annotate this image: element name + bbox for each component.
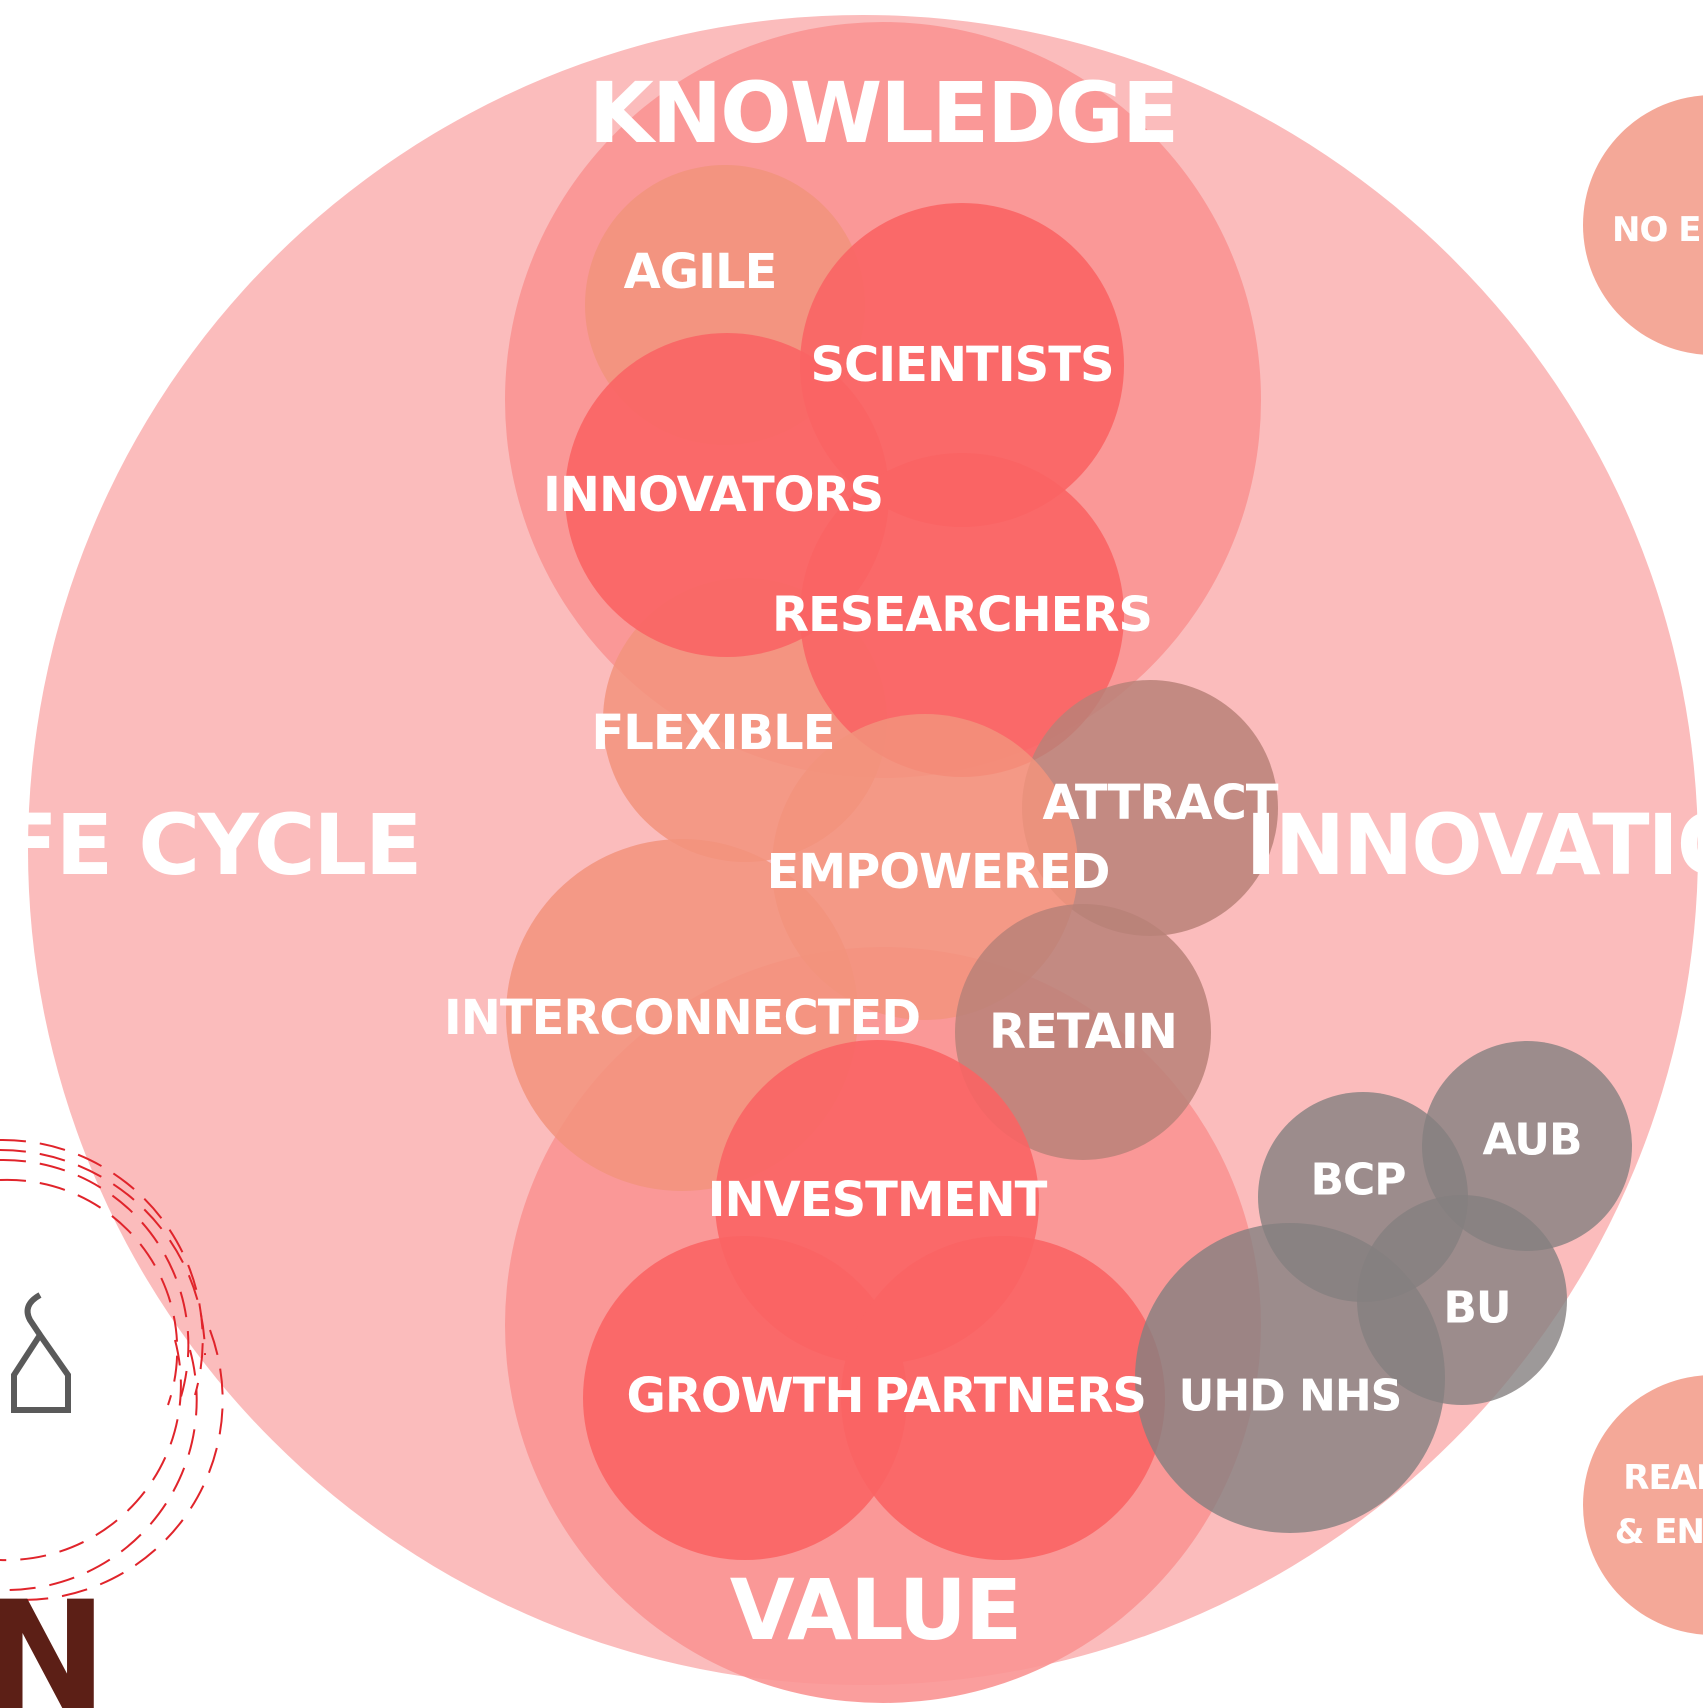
- label-uhd-nhs: UHD NHS: [1179, 1371, 1402, 1422]
- logo-dashed-arcs: [0, 1138, 224, 1602]
- label-growth: GROWTH: [626, 1368, 863, 1424]
- label-bcp: BCP: [1310, 1155, 1405, 1206]
- label-scientists: SCIENTISTS: [810, 337, 1113, 393]
- label-innovation: INNOVATION: [1245, 796, 1703, 894]
- label-bu: BU: [1443, 1283, 1510, 1334]
- growth-circle: [583, 1236, 907, 1560]
- retain-circle: [955, 904, 1211, 1160]
- label-env: & ENV: [1615, 1512, 1703, 1552]
- edge-circle-top: [1583, 95, 1703, 355]
- researchers-circle: [800, 453, 1124, 777]
- label-researchers: RESEARCHERS: [772, 587, 1152, 643]
- logo-house-icon: [11, 1292, 71, 1413]
- label-agile: AGILE: [624, 244, 777, 300]
- uhd-nhs-circle: [1135, 1223, 1445, 1533]
- logo-letter: N: [0, 1570, 108, 1708]
- partners-circle: [841, 1236, 1165, 1560]
- label-innovators: INNOVATORS: [543, 467, 883, 523]
- edge-circle-bottom: [1583, 1375, 1703, 1635]
- label-aub: AUB: [1483, 1115, 1582, 1166]
- label-retain: RETAIN: [989, 1004, 1177, 1060]
- label-life-cycle: LIFE CYCLE: [0, 796, 420, 894]
- label-attract: ATTRACT: [1042, 775, 1278, 831]
- label-interconnected: INTERCONNECTED: [444, 990, 920, 1046]
- label-no-en: NO EN: [1612, 210, 1703, 250]
- label-flexible: FLEXIBLE: [592, 705, 835, 761]
- label-knowledge: KNOWLEDGE: [589, 64, 1177, 162]
- label-investment: INVESTMENT: [708, 1172, 1048, 1228]
- label-empowered: EMPOWERED: [767, 844, 1110, 900]
- label-partners: PARTNERS: [874, 1368, 1146, 1424]
- label-value: VALUE: [730, 1561, 1020, 1659]
- label-real: REAL: [1623, 1458, 1703, 1498]
- attract-circle: [1022, 680, 1278, 936]
